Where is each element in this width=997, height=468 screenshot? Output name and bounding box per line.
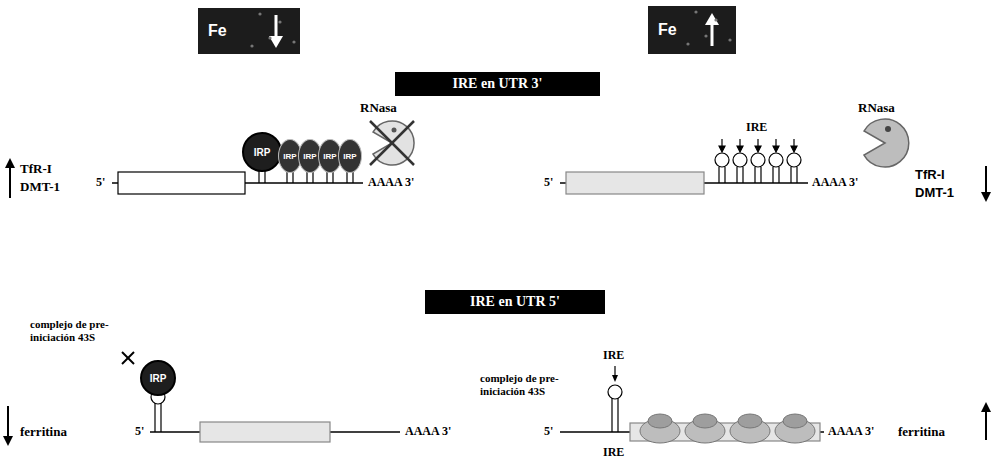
node-text: IRP [303, 152, 316, 161]
mrna [150, 390, 400, 442]
speck [686, 42, 689, 45]
gene-label: ferritina [20, 425, 67, 440]
irp-protein: IRP [140, 360, 176, 396]
arrow-head [705, 13, 719, 25]
rnase-blocked [370, 121, 414, 165]
speck [728, 38, 731, 41]
node-text: Fe [658, 21, 677, 39]
iron-high-box: Fe [648, 6, 736, 54]
node-text: IRP [343, 152, 356, 161]
down-arrow [266, 12, 286, 50]
complex-label: complejo de pre-iniciación 43S [480, 372, 598, 397]
section-banner: IRE en UTR 5' [425, 290, 605, 314]
rnase [864, 119, 909, 167]
speck [268, 36, 271, 39]
speck [258, 12, 261, 15]
arrow-shaft [275, 15, 278, 38]
node-text: Fe [208, 22, 227, 40]
end-label: 5' [135, 425, 144, 439]
node-text: IRE en UTR 5' [470, 294, 560, 310]
gene-label: DMT-1 [915, 186, 954, 201]
enzyme-label: RNasa [360, 101, 397, 116]
node-text: IRP [283, 152, 296, 161]
irp-protein: IRP [242, 132, 282, 172]
end-label: 5' [544, 425, 553, 439]
polya-label: AAAA 3' [812, 176, 858, 190]
end-label: 5' [544, 176, 553, 190]
ire-label: IRE [603, 446, 624, 460]
enzyme-label: RNasa [858, 101, 895, 116]
node-text: IRP [150, 373, 167, 384]
arrow-head [269, 36, 283, 48]
polya-label: AAAA 3' [368, 176, 414, 190]
speck [250, 44, 253, 47]
speck [694, 10, 697, 13]
polya-label: AAAA 3' [828, 425, 874, 439]
mrna [560, 139, 808, 194]
up-arrow [981, 402, 991, 440]
blocked-mark [122, 352, 134, 364]
node-text: IRE en UTR 3' [453, 76, 543, 92]
speck [704, 34, 707, 37]
polya-label: AAAA 3' [405, 425, 451, 439]
node-text: IRP [323, 152, 336, 161]
ribosomes [640, 414, 815, 443]
up-arrow [5, 158, 15, 198]
section-banner: IRE en UTR 3' [395, 72, 600, 96]
down-arrow [3, 406, 13, 446]
node-text: IRP [254, 147, 271, 158]
up-arrow [702, 11, 722, 49]
speck [292, 40, 295, 43]
iron-low-box: Fe [198, 8, 300, 54]
end-label: 5' [96, 176, 105, 190]
ire-label: IRE [746, 121, 767, 135]
speck [278, 20, 281, 23]
gene-label: TfR-I [915, 168, 945, 183]
down-arrow [981, 166, 991, 202]
gene-label: TfR-I [20, 162, 52, 177]
gene-label: DMT-1 [20, 180, 60, 195]
gene-label: ferritina [898, 425, 945, 440]
arrow-shaft [711, 23, 714, 46]
irp-protein: IRP [338, 139, 362, 173]
ire-label: IRE [603, 349, 624, 363]
speck [714, 18, 717, 21]
complex-label: complejo de pre-iniciación 43S [30, 318, 148, 343]
